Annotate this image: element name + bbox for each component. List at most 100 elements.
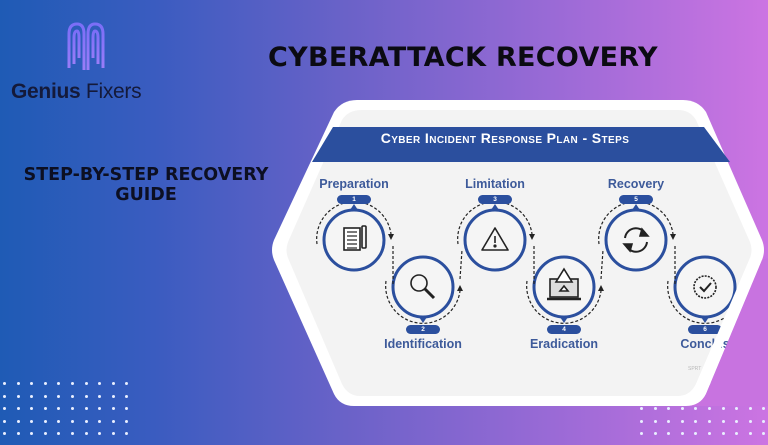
dot xyxy=(70,394,74,398)
step-label: Identification xyxy=(384,337,462,351)
dashed-arc xyxy=(598,201,674,245)
step-number-badge: 6 xyxy=(688,325,722,334)
genius-fixers-logo-icon xyxy=(61,22,111,70)
arrowhead-icon xyxy=(598,285,604,291)
step-5 xyxy=(598,201,676,272)
dot xyxy=(111,407,115,410)
dot xyxy=(43,394,47,398)
dot xyxy=(30,432,34,435)
dot xyxy=(16,407,20,410)
step-3 xyxy=(457,201,535,272)
dot xyxy=(735,432,739,435)
dot xyxy=(70,407,74,410)
dot xyxy=(640,407,643,410)
dot xyxy=(111,419,115,423)
badge-check-icon xyxy=(693,275,717,299)
dot xyxy=(721,407,725,410)
step-pointer xyxy=(701,317,709,323)
dot xyxy=(707,407,711,410)
banner xyxy=(312,127,730,162)
dot xyxy=(721,432,725,435)
dot xyxy=(694,407,698,410)
dot xyxy=(30,382,34,385)
dot xyxy=(98,432,102,435)
dot xyxy=(694,432,698,435)
dot xyxy=(735,419,739,423)
dot xyxy=(3,419,6,423)
dot xyxy=(57,394,61,398)
step-number-badge: 4 xyxy=(547,325,581,334)
step-pointer xyxy=(632,204,640,210)
dot xyxy=(111,432,115,435)
dot xyxy=(16,394,20,398)
edge-border xyxy=(678,258,760,396)
dot xyxy=(640,419,643,423)
dot xyxy=(748,432,752,435)
dot xyxy=(70,419,74,423)
dashed-arc xyxy=(526,280,602,324)
dot xyxy=(667,419,671,423)
dot xyxy=(57,382,61,385)
arrowhead-icon xyxy=(388,234,394,240)
edge-overlay xyxy=(686,258,768,406)
dot xyxy=(125,419,129,423)
arrowhead-icon xyxy=(670,234,676,240)
document-pen-icon xyxy=(343,225,367,251)
dashed-arc xyxy=(385,280,461,324)
dot xyxy=(98,382,102,385)
dot xyxy=(653,407,657,410)
dot xyxy=(98,407,102,410)
step-4 xyxy=(526,255,604,324)
subtitle-line-2: GUIDE xyxy=(115,185,177,205)
step-number-badge: 5 xyxy=(619,195,653,204)
step-number-badge: 3 xyxy=(478,195,512,204)
dot xyxy=(707,432,711,435)
step-6 xyxy=(667,255,745,324)
hex-edge-mask xyxy=(678,258,768,406)
step-number-badge: 1 xyxy=(337,195,371,204)
dot xyxy=(125,394,129,398)
dot xyxy=(84,382,88,385)
dot xyxy=(84,419,88,423)
subtitle-line-1: STEP-BY-STEP RECOVERY xyxy=(23,165,269,185)
dot xyxy=(762,407,766,410)
dot xyxy=(57,419,61,423)
warning-triangle-icon xyxy=(481,227,509,251)
refresh-cycle-icon xyxy=(622,227,650,253)
watermark: SPRT xyxy=(688,366,702,372)
dot xyxy=(98,394,102,398)
dot xyxy=(43,382,47,385)
dot xyxy=(98,419,102,423)
dot xyxy=(57,432,61,435)
dot xyxy=(748,419,752,423)
dot xyxy=(640,432,643,435)
arrowhead-icon xyxy=(457,285,463,291)
dot xyxy=(125,407,129,410)
dot xyxy=(653,419,657,423)
dot xyxy=(16,419,20,423)
dot xyxy=(57,407,61,410)
arrowhead-icon xyxy=(529,234,535,240)
dot xyxy=(111,394,115,398)
brand-name: Genius Fixers xyxy=(11,80,142,104)
dot xyxy=(30,394,34,398)
steps-diagram xyxy=(316,201,745,324)
dot xyxy=(762,432,766,435)
magnifier-icon xyxy=(410,274,436,300)
dot xyxy=(43,419,47,423)
dot xyxy=(680,419,684,423)
page-title: CYBERATTACK RECOVERY xyxy=(268,42,658,73)
step-2 xyxy=(385,255,463,324)
step-pointer xyxy=(419,317,427,323)
dot xyxy=(667,432,671,435)
dot xyxy=(694,419,698,423)
dot xyxy=(16,382,20,385)
dot xyxy=(70,432,74,435)
step-pointer xyxy=(350,204,358,210)
dot xyxy=(30,419,34,423)
step-label: Limitation xyxy=(465,177,525,191)
dot xyxy=(721,419,725,423)
dot xyxy=(3,394,6,398)
dot xyxy=(125,382,129,385)
dot xyxy=(748,407,752,410)
